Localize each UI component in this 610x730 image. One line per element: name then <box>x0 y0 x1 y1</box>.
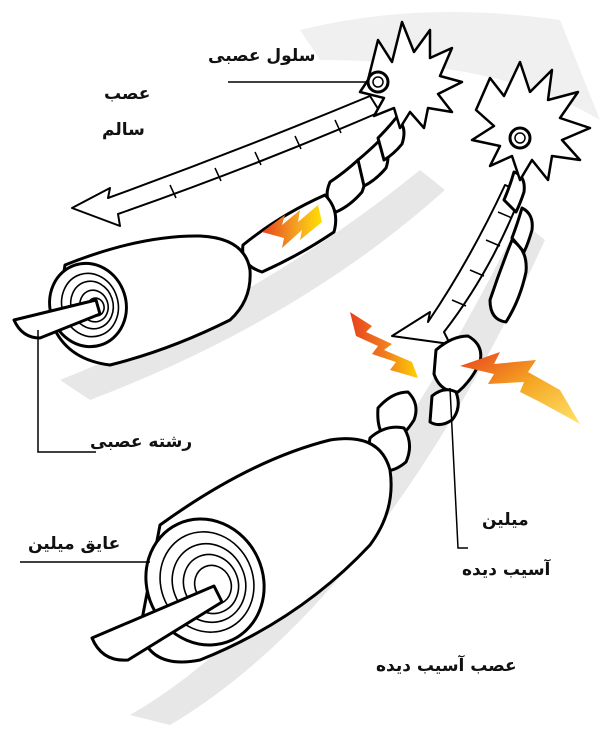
damaged-neuron-nucleus <box>510 128 530 148</box>
label-nerve-fiber: رشته عصبی <box>90 434 192 451</box>
label-healthy-nerve-line2: سالم <box>102 122 145 139</box>
healthy-neuron-nucleus <box>368 72 388 92</box>
label-nerve-cell: سلول عصبی <box>208 48 316 65</box>
label-myelin-insulator: عایق میلین <box>28 536 120 553</box>
label-healthy-nerve-line1: عصب <box>104 86 150 103</box>
label-damaged-myelin-line1: میلین <box>482 512 529 529</box>
label-damaged-myelin-line2: آسیب دیده <box>462 562 550 579</box>
label-damaged-nerve: عصب آسیب دیده <box>376 658 517 675</box>
damaged-segment <box>430 390 458 425</box>
